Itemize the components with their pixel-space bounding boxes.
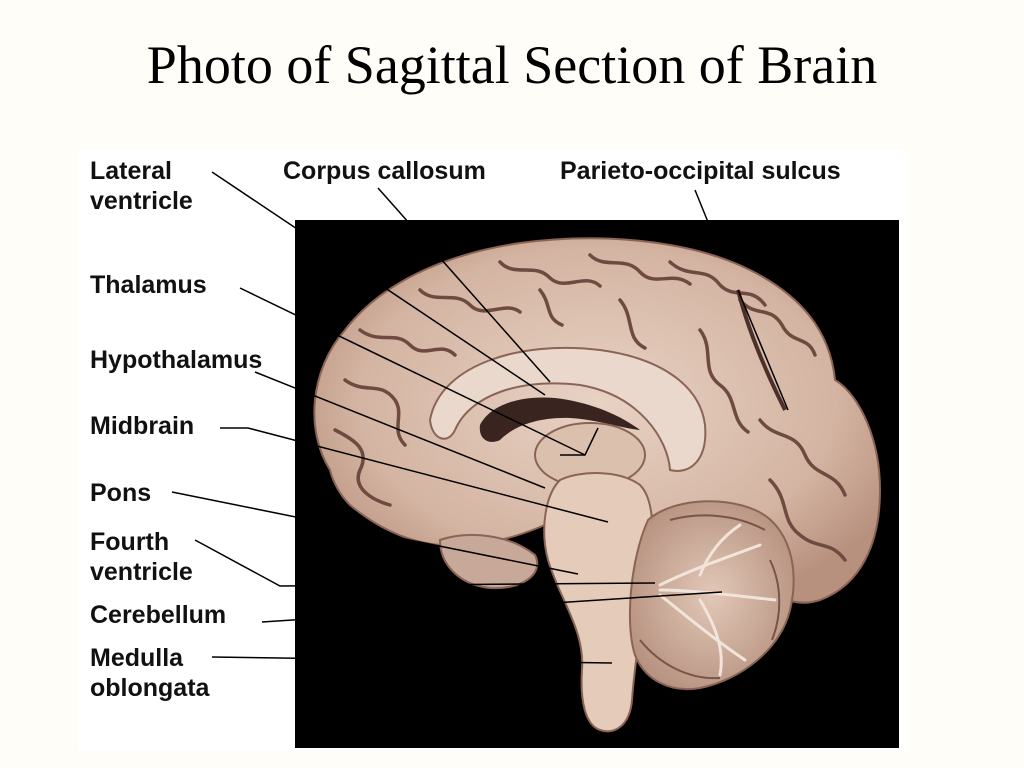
cerebellum-shape [628, 500, 795, 690]
label-thalamus: Thalamus [90, 271, 207, 299]
leader-medulla-oblongata [211, 656, 613, 664]
label-hypothalamus: Hypothalamus [90, 346, 263, 374]
leader-corpus-callosum [377, 187, 551, 383]
leader-thalamus [239, 287, 586, 456]
label-pons: Pons [90, 479, 152, 507]
leader-fourth-ventricle [194, 539, 656, 587]
slide-title: Photo of Sagittal Section of Brain [146, 35, 878, 95]
leader-hypothalamus [254, 371, 546, 489]
leader-midbrain [220, 427, 609, 523]
leader-parieto-occipital-sulcus [694, 189, 709, 223]
leader-lines [171, 171, 789, 664]
label-corpus-callosum: Corpus callosum [283, 157, 486, 185]
label-medulla-oblongata: Medulla oblongata [90, 644, 210, 702]
leader-cerebellum [261, 591, 723, 623]
leader-thalamus-tip [560, 427, 599, 456]
label-lateral-ventricle: Lateral ventricle [90, 157, 193, 215]
label-fourth-ventricle: Fourth ventricle [90, 528, 193, 586]
folia-pattern [639, 514, 781, 680]
label-parieto-occipital-sulcus: Parieto-occipital sulcus [560, 157, 841, 185]
label-midbrain: Midbrain [90, 412, 195, 440]
leader-parieto-occipital-sulcus-inner [737, 289, 789, 411]
gyri-pattern [333, 253, 847, 562]
corpus-callosum-shape [428, 346, 707, 472]
brainstem-shape [543, 472, 654, 733]
leader-pons [171, 491, 579, 575]
parieto-occipital-sulcus-groove [736, 289, 787, 411]
lateral-ventricle-shape [479, 397, 640, 442]
temporal-lobe-shape [438, 534, 539, 590]
label-cerebellum: Cerebellum [90, 601, 227, 629]
leader-lateral-ventricle [211, 171, 546, 396]
